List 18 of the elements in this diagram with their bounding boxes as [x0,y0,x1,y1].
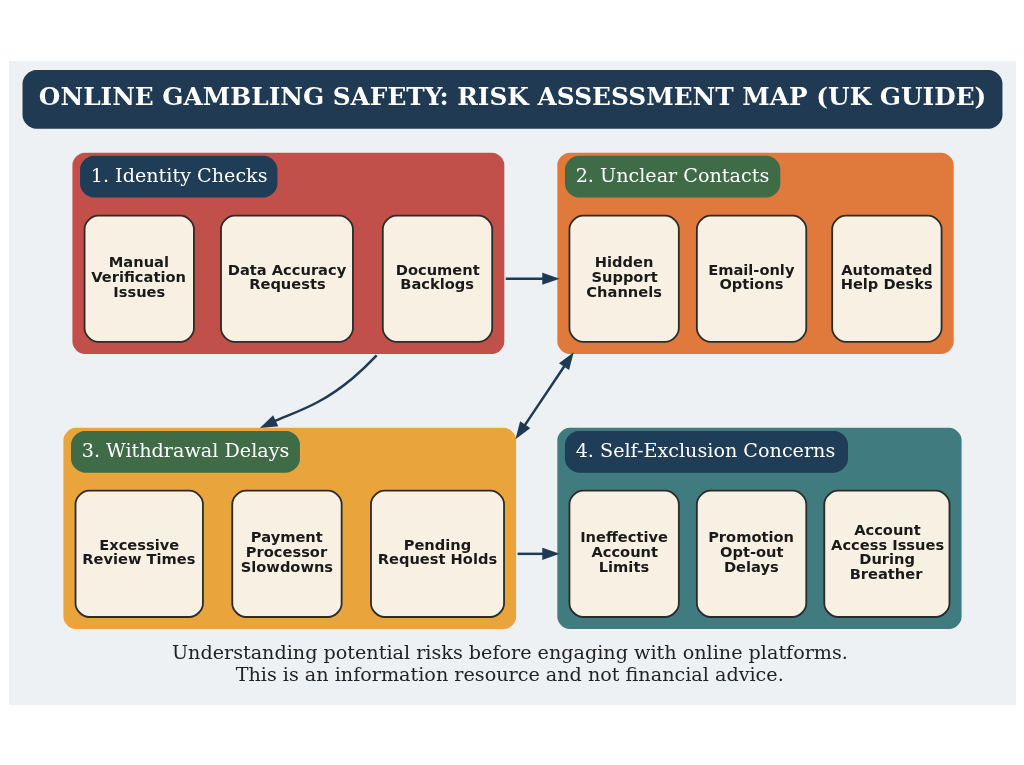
node-box: Promotion Opt-out Delays [695,489,807,618]
arrow [505,272,560,285]
node-box: Email-only Options [695,214,807,343]
node-box: Ineffective Account Limits [568,489,680,618]
caption: Understanding potential risks before engaging with online platforms. This is an information resource and not financial advice. [171,640,848,686]
node-box: Document Backlogs [381,214,493,343]
arrow [514,351,574,439]
arrow [259,354,378,428]
diagram-title: ONLINE GAMBLING SAFETY: RISK ASSESSMENT MAP (UK GUIDE) [38,81,986,111]
node-box: Payment Processor Slowdowns [230,489,343,618]
node-box: Data Accuracy Requests [219,214,354,343]
node-box: Automated Help Desks [830,214,942,343]
node-box: Excessive Review Times [74,489,204,618]
node-box: Hidden Support Channels [568,214,680,343]
node-box: Manual Verification Issues [83,214,195,343]
node-box: Pending Request Holds [369,489,505,618]
arrow [517,547,560,560]
node-box: Account Access Issues During Breather [822,489,950,618]
